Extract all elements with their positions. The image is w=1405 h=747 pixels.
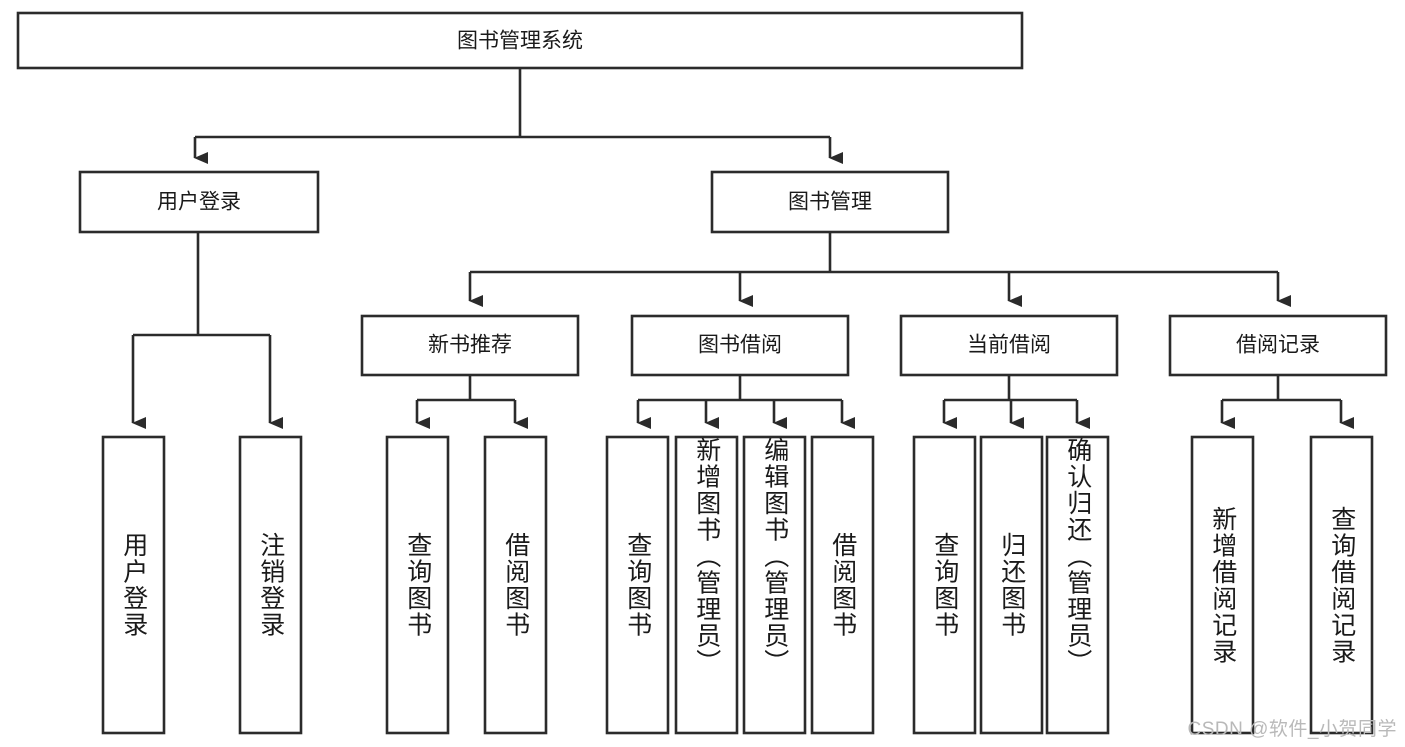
node-box-leaf-user-logout[interactable]: [238, 435, 303, 735]
node-box-root[interactable]: [16, 11, 1024, 70]
connector-group-bookborrow-to-leaves: [636, 375, 855, 429]
node-box-user-login[interactable]: [78, 170, 320, 234]
node-box-leaf-add-record[interactable]: [1190, 435, 1255, 735]
node-box-leaf-user-login[interactable]: [101, 435, 166, 735]
node-label-book-borrow: 图书借阅: [698, 334, 782, 357]
node-label-borrow-record: 借阅记录: [1236, 334, 1320, 357]
connector-group-bookmgmt-to-level3: [468, 232, 1291, 307]
node-label-new-book-recommend: 新书推荐: [428, 334, 512, 357]
connector-group-userlogin-to-leaves: [131, 232, 283, 429]
connector-group-borrowrecord-to-leaves: [1220, 375, 1354, 429]
node-box-borrow-record[interactable]: [1168, 314, 1388, 377]
node-label-root: 图书管理系统: [457, 30, 583, 53]
node-box-leaf-query-book-1[interactable]: [385, 435, 450, 735]
node-box-book-management[interactable]: [710, 170, 950, 234]
node-label-current-borrow: 当前借阅: [967, 334, 1051, 357]
connector-group-currentborrow-to-leaves: [942, 375, 1090, 429]
node-box-leaf-query-book-3[interactable]: [912, 435, 977, 735]
node-box-leaf-query-book-2[interactable]: [605, 435, 670, 735]
node-box-new-book-recommend[interactable]: [360, 314, 580, 377]
node-box-leaf-query-record[interactable]: [1309, 435, 1374, 735]
node-box-book-borrow[interactable]: [630, 314, 850, 377]
node-box-leaf-borrow-book-1[interactable]: [483, 435, 548, 735]
node-box-leaf-confirm-return[interactable]: [1045, 435, 1110, 735]
node-box-current-borrow[interactable]: [899, 314, 1119, 377]
node-label-user-login: 用户登录: [157, 191, 241, 214]
node-box-leaf-borrow-book-2[interactable]: [810, 435, 875, 735]
node-box-leaf-add-book[interactable]: [674, 435, 739, 735]
node-box-leaf-edit-book[interactable]: [742, 435, 807, 735]
connector-group-root-to-level2: [193, 68, 843, 164]
node-label-book-management: 图书管理: [788, 191, 872, 214]
watermark-text: CSDN @软件_小贺同学: [1187, 719, 1397, 740]
connector-group-newbook-to-leaves: [415, 375, 528, 429]
node-box-leaf-return-book[interactable]: [979, 435, 1044, 735]
